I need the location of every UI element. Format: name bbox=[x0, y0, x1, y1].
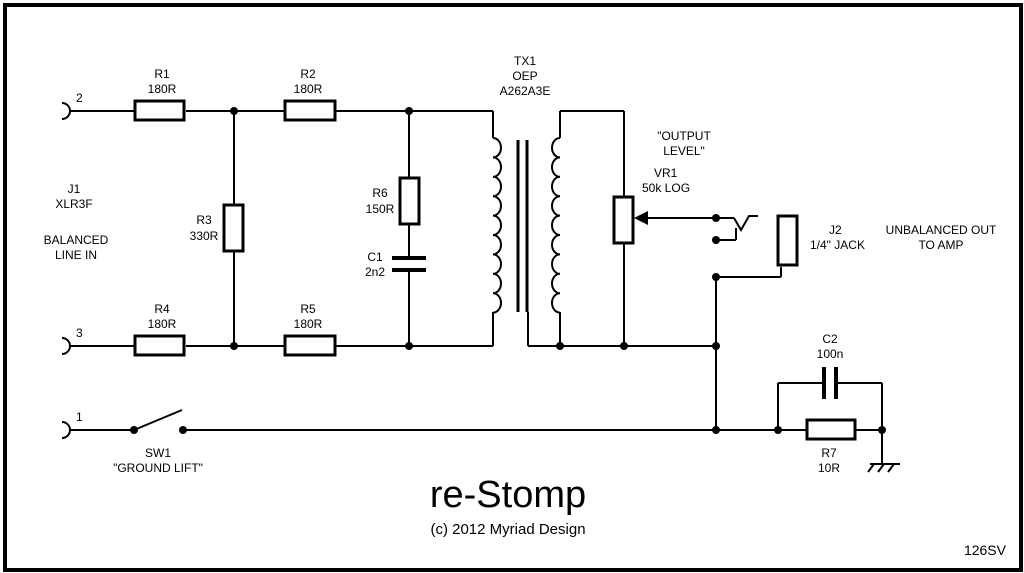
vr1-label-line1: "OUTPUT bbox=[657, 129, 711, 143]
pin-3-label: 3 bbox=[76, 326, 83, 340]
resistor-r2: R2 180R bbox=[283, 67, 337, 122]
jack-icon bbox=[733, 214, 799, 267]
output-label-line1: UNBALANCED OUT bbox=[886, 223, 997, 237]
input-connector-j1: J1 XLR3F BALANCED LINE IN bbox=[44, 182, 109, 262]
capacitor-c2: C2 100n bbox=[817, 332, 844, 399]
j2-ref: J2 bbox=[829, 223, 842, 237]
ground-icon bbox=[867, 463, 900, 473]
tx1-ref: TX1 bbox=[514, 54, 536, 68]
capacitor-c1-icon bbox=[392, 256, 426, 272]
j2-value: 1/4" JACK bbox=[810, 238, 865, 252]
wiper-arrow-icon bbox=[634, 211, 648, 225]
sw1-label: "GROUND LIFT" bbox=[113, 461, 203, 475]
c1-ref: C1 bbox=[367, 250, 383, 264]
j1-type: XLR3F bbox=[55, 197, 92, 211]
resistor-r4: R4 180R bbox=[133, 302, 186, 357]
resistor-r3-icon bbox=[222, 203, 245, 253]
r1-value: 180R bbox=[148, 82, 177, 96]
vr1-ref: VR1 bbox=[654, 166, 678, 180]
tx1-maker: OEP bbox=[512, 69, 537, 83]
pin-2-icon bbox=[61, 102, 71, 120]
r6-value: 150R bbox=[366, 202, 395, 216]
vr1-label-line2: LEVEL" bbox=[663, 144, 705, 158]
pin-1-label: 1 bbox=[76, 410, 83, 424]
tx1-part: A262A3E bbox=[500, 84, 551, 98]
resistor-r3: R3 330R bbox=[190, 203, 245, 253]
potentiometer-icon bbox=[612, 195, 635, 245]
resistor-r5-icon bbox=[283, 334, 337, 357]
switch-icon bbox=[130, 409, 187, 434]
j1-ref: J1 bbox=[68, 182, 81, 196]
resistor-r1: R1 180R bbox=[133, 67, 186, 122]
xlr-pins: 2 3 1 bbox=[61, 91, 83, 439]
capacitor-c1: C1 2n2 bbox=[365, 250, 426, 279]
r7-ref: R7 bbox=[821, 446, 837, 460]
r1-ref: R1 bbox=[154, 67, 170, 81]
r2-ref: R2 bbox=[300, 67, 316, 81]
transformer-icon bbox=[492, 137, 561, 314]
resistor-r6-icon bbox=[398, 176, 421, 226]
c1-value: 2n2 bbox=[365, 265, 385, 279]
resistor-r7-icon bbox=[805, 418, 857, 441]
r3-value: 330R bbox=[190, 229, 219, 243]
switch-sw1: SW1 "GROUND LIFT" bbox=[113, 409, 203, 475]
output-label-line2: TO AMP bbox=[918, 238, 963, 252]
pin-1-icon bbox=[61, 421, 71, 439]
copyright-text: (c) 2012 Myriad Design bbox=[430, 521, 585, 538]
r3-ref: R3 bbox=[196, 213, 212, 227]
diagram-title: re-Stomp bbox=[430, 474, 586, 516]
r2-value: 180R bbox=[294, 82, 323, 96]
junction-dots bbox=[230, 107, 886, 434]
resistor-r6: R6 150R bbox=[366, 176, 421, 226]
resistor-r4-icon bbox=[133, 334, 186, 357]
resistor-r1-icon bbox=[133, 99, 186, 122]
input-desc-line2: LINE IN bbox=[55, 248, 97, 262]
wires bbox=[70, 110, 883, 463]
resistor-r7: R7 10R bbox=[805, 418, 857, 475]
r7-value: 10R bbox=[818, 461, 840, 475]
input-desc-line1: BALANCED bbox=[44, 233, 109, 247]
vr1-value: 50k LOG bbox=[642, 181, 690, 195]
drawing-code: 126SV bbox=[964, 542, 1007, 558]
r5-ref: R5 bbox=[300, 302, 316, 316]
sw1-ref: SW1 bbox=[145, 446, 171, 460]
r4-value: 180R bbox=[148, 317, 177, 331]
r5-value: 180R bbox=[294, 317, 323, 331]
c2-ref: C2 bbox=[822, 332, 838, 346]
c2-value: 100n bbox=[817, 347, 844, 361]
transformer-tx1: TX1 OEP A262A3E bbox=[492, 54, 561, 314]
resistor-r2-icon bbox=[283, 99, 337, 122]
pin-3-icon bbox=[61, 337, 71, 355]
schematic-border bbox=[3, 3, 1023, 572]
r6-ref: R6 bbox=[372, 186, 388, 200]
capacitor-c2-icon bbox=[822, 367, 838, 399]
resistor-r5: R5 180R bbox=[283, 302, 337, 357]
potentiometer-vr1: "OUTPUT LEVEL" VR1 50k LOG bbox=[612, 129, 711, 245]
jack-j2: J2 1/4" JACK UNBALANCED OUT TO AMP bbox=[733, 214, 997, 267]
pin-2-label: 2 bbox=[76, 91, 83, 105]
r4-ref: R4 bbox=[154, 302, 170, 316]
